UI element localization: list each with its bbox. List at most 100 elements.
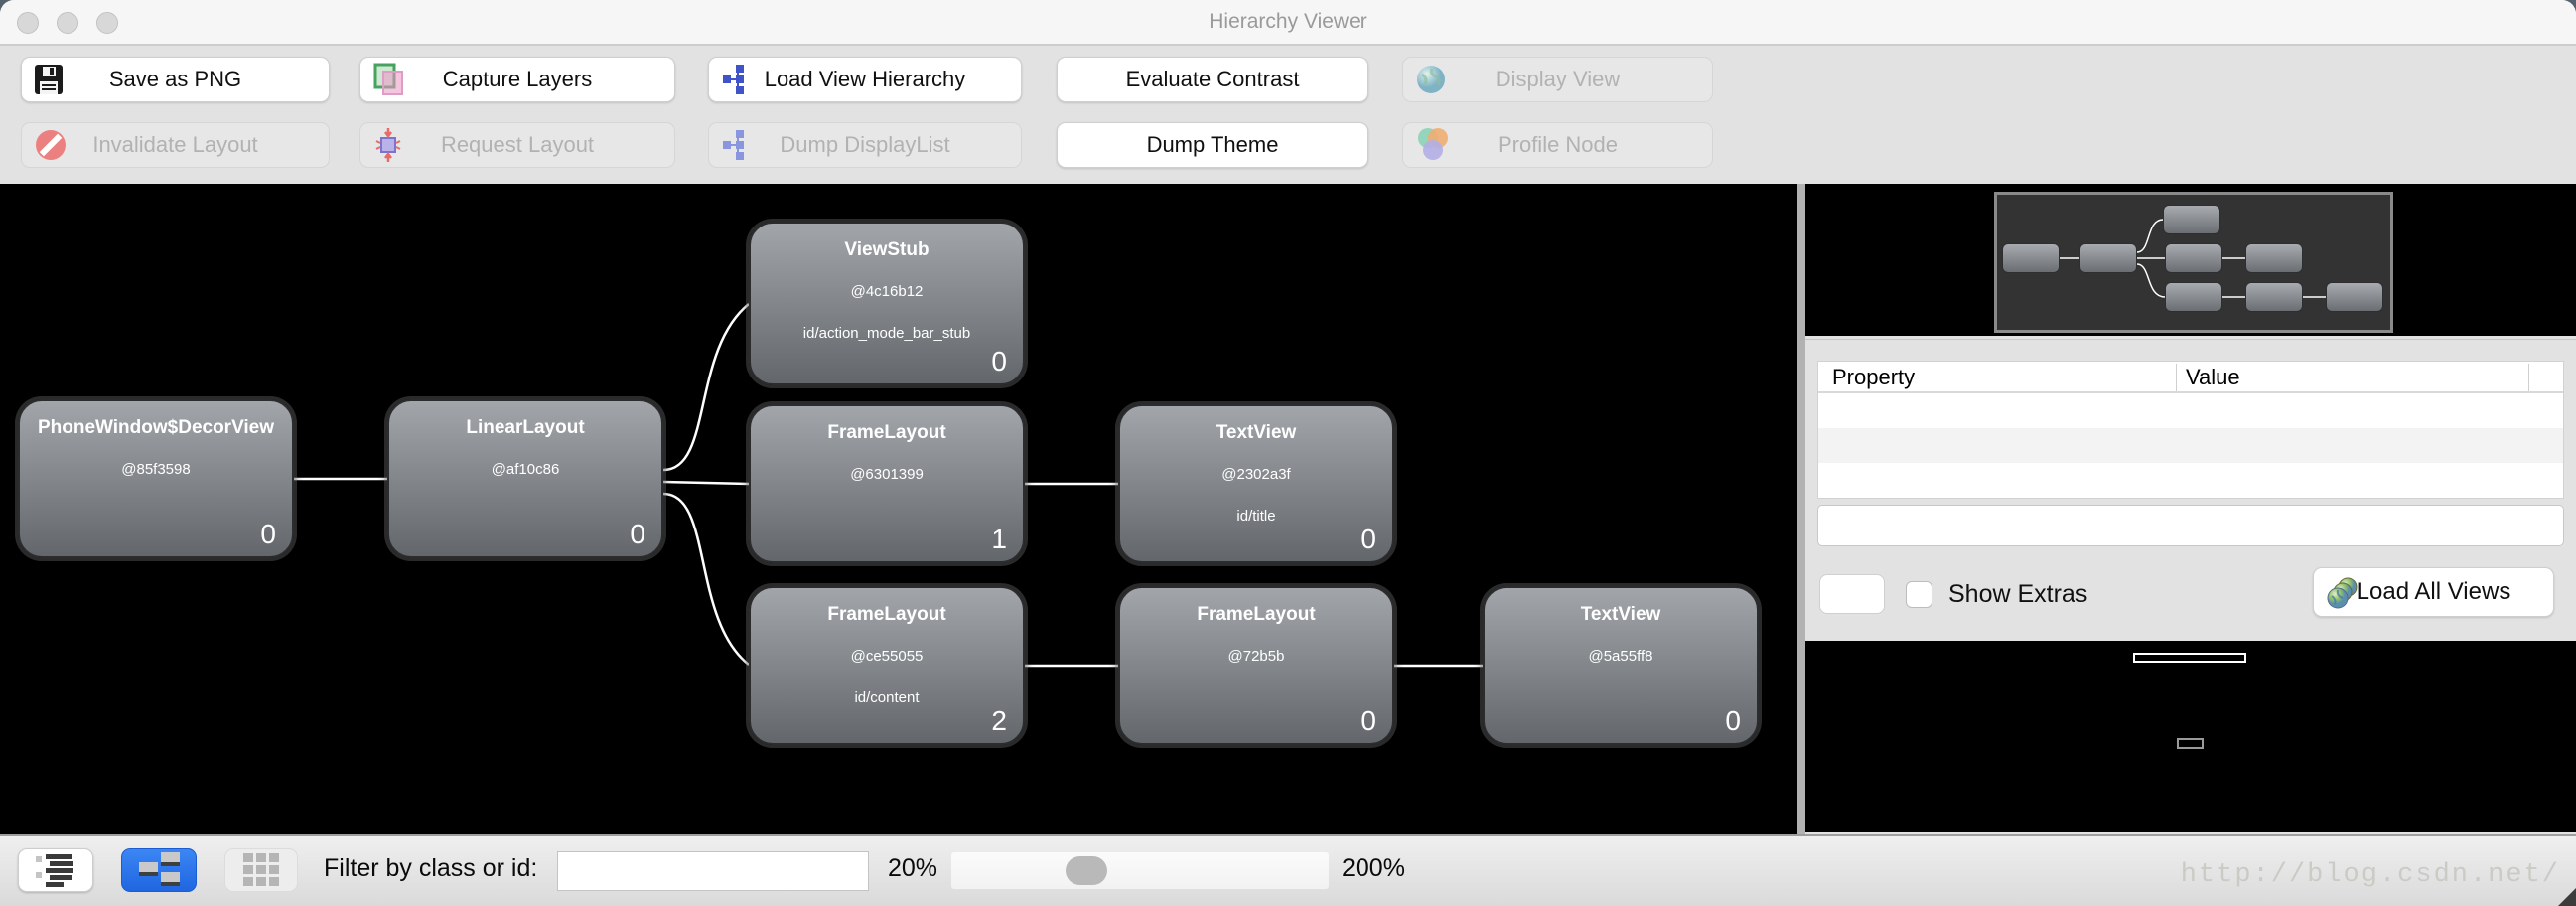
zoom-slider-thumb[interactable] [1066, 856, 1107, 885]
tree-node-viewstub[interactable]: ViewStub @4c16b12 id/action_mode_bar_stu… [749, 222, 1025, 385]
profile-node-label: Profile Node [1497, 132, 1619, 157]
node-child-count: 0 [1360, 524, 1376, 554]
filter-input[interactable] [557, 851, 869, 891]
tree-node-framelayout-content[interactable]: FrameLayout @ce55055 id/content 2 [749, 586, 1025, 745]
display-view-button[interactable]: Display View [1402, 57, 1713, 102]
window-title: Hierarchy Viewer [1209, 10, 1367, 33]
filter-label: Filter by class or id: [324, 854, 538, 882]
node-address: @5a55ff8 [1588, 648, 1653, 665]
dump-theme-label: Dump Theme [1146, 132, 1279, 157]
zoom-button[interactable] [96, 12, 118, 34]
property-row-empty [1818, 428, 2563, 463]
load-view-hierarchy-button[interactable]: Load View Hierarchy [708, 57, 1022, 102]
dump-theme-button[interactable]: Dump Theme [1057, 122, 1368, 168]
value-column-header[interactable]: Value [2186, 365, 2240, 389]
node-class: FrameLayout [827, 422, 946, 443]
load-all-views-icon [2326, 577, 2361, 618]
minimap-node [2326, 282, 2383, 312]
load-all-views-label: Load All Views [2356, 578, 2511, 605]
capture-layers-label: Capture Layers [442, 67, 593, 91]
node-class: FrameLayout [827, 604, 946, 625]
tree-node-textview-title[interactable]: TextView @2302a3f id/title 0 [1118, 404, 1394, 563]
node-class: FrameLayout [1197, 604, 1316, 625]
node-child-count: 0 [991, 346, 1007, 377]
property-column-header[interactable]: Property [1832, 365, 1916, 389]
column-separator[interactable] [2176, 364, 2177, 391]
minimize-button[interactable] [57, 12, 78, 34]
globe-icon [1416, 65, 1446, 94]
tree-node-linearlayout[interactable]: LinearLayout @af10c86 0 [387, 399, 663, 558]
node-address: @85f3598 [121, 461, 191, 478]
status-bar: Filter by class or id: 20% 200% [0, 834, 2576, 906]
panel-divider[interactable] [1797, 184, 1805, 834]
node-child-count: 0 [1360, 705, 1376, 736]
tree-view-button[interactable] [121, 848, 197, 892]
node-child-count: 0 [630, 519, 645, 549]
evaluate-contrast-button[interactable]: Evaluate Contrast [1057, 57, 1368, 102]
capture-layers-button[interactable]: Capture Layers [359, 57, 675, 102]
tree-icon [722, 129, 754, 161]
node-address: @ce55055 [850, 648, 924, 665]
node-child-count: 2 [991, 705, 1007, 736]
tree-canvas[interactable]: PhoneWindow$DecorView @85f3598 0 LinearL… [0, 184, 1797, 834]
minimap-viewport[interactable] [1994, 192, 2393, 333]
minimap-node [2165, 282, 2222, 312]
floppy-icon [35, 65, 63, 94]
property-row-empty [1818, 463, 2563, 498]
node-address: @72b5b [1227, 648, 1285, 665]
column-separator[interactable] [2528, 364, 2529, 391]
show-extras-checkbox[interactable] [1906, 581, 1932, 608]
property-filter-input[interactable] [1817, 505, 2564, 546]
tree-node-framelayout-1[interactable]: FrameLayout @6301399 1 [749, 404, 1025, 563]
invalidate-layout-button[interactable]: Invalidate Layout [21, 122, 330, 168]
tree-node-decorview[interactable]: PhoneWindow$DecorView @85f3598 0 [18, 399, 294, 558]
minimap-node [2245, 243, 2303, 273]
zoom-min-label: 20% [888, 854, 938, 882]
extras-spinner-box[interactable] [1819, 574, 1885, 614]
title-bar: Hierarchy Viewer [0, 0, 2576, 46]
tree-node-textview-2[interactable]: TextView @5a55ff8 0 [1483, 586, 1759, 745]
node-address: @2302a3f [1221, 466, 1291, 483]
inspector-panel: Property Value Show Extras Load All View… [1805, 184, 2576, 834]
grid-view-button[interactable] [224, 848, 298, 892]
node-address: @6301399 [850, 466, 924, 483]
grid-view-icon [243, 853, 279, 886]
outline-view-icon [36, 854, 73, 887]
dump-displaylist-label: Dump DisplayList [780, 132, 950, 157]
property-table: Property Value [1817, 361, 2564, 499]
close-button[interactable] [17, 12, 39, 34]
minimap-node [2002, 243, 2060, 273]
save-as-png-button[interactable]: Save as PNG [21, 57, 330, 102]
node-address: @af10c86 [491, 461, 560, 478]
display-view-label: Display View [1495, 67, 1621, 91]
tree-icon [722, 64, 754, 95]
profile-node-button[interactable]: Profile Node [1402, 122, 1713, 168]
invalidate-layout-label: Invalidate Layout [92, 132, 258, 157]
resize-grip[interactable] [2558, 888, 2576, 906]
minimap-node [2079, 243, 2137, 273]
layout-preview[interactable] [1805, 641, 2576, 832]
node-class: ViewStub [844, 239, 930, 260]
outline-view-button[interactable] [18, 848, 93, 892]
tree-node-framelayout-2[interactable]: FrameLayout @72b5b 0 [1118, 586, 1394, 745]
node-class: LinearLayout [466, 417, 585, 438]
section-divider [1805, 339, 2576, 340]
prohibition-icon [35, 129, 67, 161]
node-id: id/title [1236, 508, 1276, 525]
node-class: PhoneWindow$DecorView [37, 417, 275, 438]
request-layout-button[interactable]: Request Layout [359, 122, 675, 168]
minimap-strip [1805, 184, 2576, 336]
node-id: id/content [854, 689, 920, 706]
dump-displaylist-button[interactable]: Dump DisplayList [708, 122, 1022, 168]
node-child-count: 0 [1725, 705, 1741, 736]
minimap-edges [2060, 219, 2326, 298]
node-id: id/action_mode_bar_stub [802, 325, 971, 342]
show-extras-label: Show Extras [1948, 580, 2088, 608]
watermark: http://blog.csdn.net/ [2180, 860, 2560, 890]
minimap-node [2165, 243, 2222, 273]
zoom-slider[interactable] [951, 852, 1329, 889]
load-all-views-button[interactable]: Load All Views [2313, 567, 2554, 617]
node-address: @4c16b12 [850, 283, 924, 300]
request-layout-icon [373, 127, 403, 163]
